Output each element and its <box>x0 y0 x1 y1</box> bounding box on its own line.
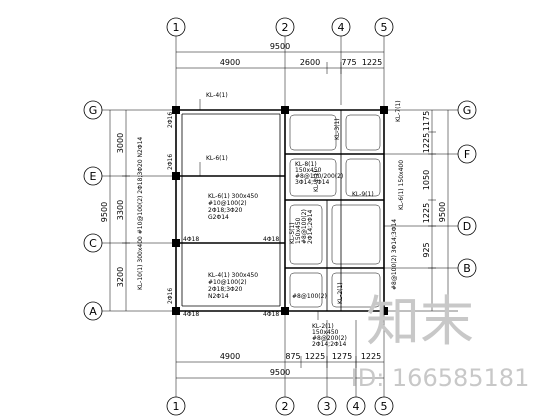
dim-top-total: 9500 <box>270 42 290 51</box>
dim-top-seg-3: 775 <box>341 58 356 67</box>
dim-right-seg-3: 1050 <box>422 170 431 190</box>
dim-right-total: 9500 <box>438 202 447 222</box>
axis-bubbles-top: 1 2 4 5 <box>166 17 394 37</box>
label-kl6-mid: KL-6(1) <box>206 155 228 162</box>
label-kl6-main-4: G2Φ14 <box>208 214 229 221</box>
dim-bottom-seg-5: 1225 <box>361 352 381 361</box>
label-rebar-b3: 2Φ16 <box>167 288 174 304</box>
inner-beams <box>181 110 342 311</box>
dim-left-seg-2: 3300 <box>116 200 125 220</box>
dim-top-seg-4: 1225 <box>362 58 382 67</box>
dimensions-left: 9500 3000 3300 3200 <box>100 110 130 311</box>
label-kl2-mid: KL-2(1) <box>337 282 344 304</box>
label-kl9: KL-9(1) <box>352 191 374 198</box>
label-kl4-main-4: N2Φ14 <box>208 293 229 300</box>
label-kl8-4: 3Φ14;3Φ14 <box>295 179 330 186</box>
label-kl1: KL-1(1) <box>313 170 320 192</box>
label-kl1-right: KL-6(1) 150x400 <box>398 160 405 210</box>
axis-left-G: G <box>89 104 98 117</box>
label-kl4-top: KL-4(1) <box>206 92 228 99</box>
label-rebar-a1: 4Φ18 <box>183 236 199 243</box>
dim-top-seg-1: 4900 <box>220 58 240 67</box>
label-kl2-bottom: #8@100(2) <box>292 293 327 300</box>
axis-bottom-5: 5 <box>381 400 388 413</box>
label-rebar-b1: 2Φ16 <box>167 112 174 128</box>
label-rebar-b2: 2Φ16 <box>167 154 174 170</box>
axis-left-A: A <box>89 305 97 318</box>
label-kl6-main-1: KL-6(1) 300x450 <box>208 193 258 200</box>
dim-bottom-seg-2: 875 <box>285 352 300 361</box>
watermark-id: ID: 166585181 <box>351 364 530 392</box>
beam-grid <box>175 109 385 312</box>
label-kl8-1: KL-8(1) <box>295 161 317 168</box>
label-kl4-main-3: 2Φ18;3Φ20 <box>208 286 243 293</box>
dim-right-seg-4: 1225 <box>422 203 431 223</box>
dim-left-seg-3: 3200 <box>116 267 125 287</box>
label-kl6-main-3: 2Φ18;3Φ20 <box>208 207 243 214</box>
label-left-vertical: KL-10(1) 300x400 #10@100(2) 2Φ18;3Φ20 N2… <box>137 137 144 290</box>
axis-top-4: 4 <box>338 21 345 34</box>
label-right-vert-2: #8@100(2) 3Φ14;3Φ14 <box>391 219 398 290</box>
dim-right-seg-2: 1225 <box>422 133 431 153</box>
label-kl5-3: #8@100(2) <box>301 209 308 244</box>
label-kl7: KL-7(1) <box>395 100 402 122</box>
dim-right-seg-1: 1175 <box>422 111 431 131</box>
label-rebar-a2: 4Φ18 <box>263 236 279 243</box>
dim-bottom-seg-4: 1275 <box>332 352 352 361</box>
watermark-brand: 知末 <box>366 290 474 353</box>
label-kl8-3: #8@100/200(2) <box>295 173 343 180</box>
label-kl2-low-1: KL-2(1) <box>312 323 334 330</box>
dim-left-seg-1: 3000 <box>116 133 125 153</box>
watermark: 知末 ID: 166585181 <box>351 290 530 392</box>
dimensions-bottom: 4900 875 1225 1275 1225 9500 <box>176 352 384 379</box>
label-kl5-4: 2Φ14;2Φ14 <box>307 209 314 244</box>
axis-bubbles-right: G F D B <box>457 100 477 278</box>
slab-panels <box>289 114 381 308</box>
label-kl2-low-2: 150x450 <box>312 329 339 336</box>
axis-top-1: 1 <box>173 21 180 34</box>
dim-top-seg-2: 2600 <box>300 58 320 67</box>
axis-right-G: G <box>463 104 472 117</box>
dimensions-top: 9500 4900 2600 775 1225 <box>176 42 384 74</box>
axis-right-D: D <box>463 220 471 233</box>
dim-left-total: 9500 <box>100 202 109 222</box>
axis-left-C: C <box>89 237 97 250</box>
axis-bottom-3: 3 <box>324 400 331 413</box>
label-rebar-a3: 4Φ18 <box>183 311 199 318</box>
label-kl4-main-2: #10@100(2) <box>208 279 247 286</box>
axis-top-5: 5 <box>381 21 388 34</box>
dim-right-seg-5: 925 <box>422 242 431 257</box>
axis-bubbles-bottom: 1 2 3 4 5 <box>166 396 394 416</box>
dimensions-right: 9500 1175 1225 1050 1225 925 <box>422 110 449 311</box>
axis-bottom-1: 1 <box>173 400 180 413</box>
label-kl8-2: 150x450 <box>295 167 322 174</box>
axis-bottom-2: 2 <box>282 400 289 413</box>
axis-bottom-4: 4 <box>353 400 360 413</box>
beam-annotations: KL-4(1) KL-6(1) KL-6(1) 300x450 #10@100(… <box>137 92 405 348</box>
columns <box>172 106 388 315</box>
dim-bottom-seg-1: 4900 <box>220 352 240 361</box>
axis-right-F: F <box>464 148 470 161</box>
label-kl3: KL-3(1) <box>334 118 341 140</box>
axis-top-2: 2 <box>282 21 289 34</box>
label-kl2-low-3: #8@200(2) <box>312 335 347 342</box>
label-kl5-2: 150x450 <box>295 217 302 244</box>
dim-bottom-total: 9500 <box>270 368 290 377</box>
label-kl2-low-4: 2Φ14;2Φ14 <box>312 341 347 348</box>
axis-left-E: E <box>90 170 97 183</box>
axis-right-B: B <box>463 262 471 275</box>
dim-bottom-seg-3: 1225 <box>305 352 325 361</box>
label-rebar-a4: 4Φ18 <box>263 311 279 318</box>
label-kl6-main-2: #10@100(2) <box>208 200 247 207</box>
label-kl5-1: KL-5(1) <box>289 222 296 244</box>
label-kl4-main-1: KL-4(1) 300x450 <box>208 272 258 279</box>
